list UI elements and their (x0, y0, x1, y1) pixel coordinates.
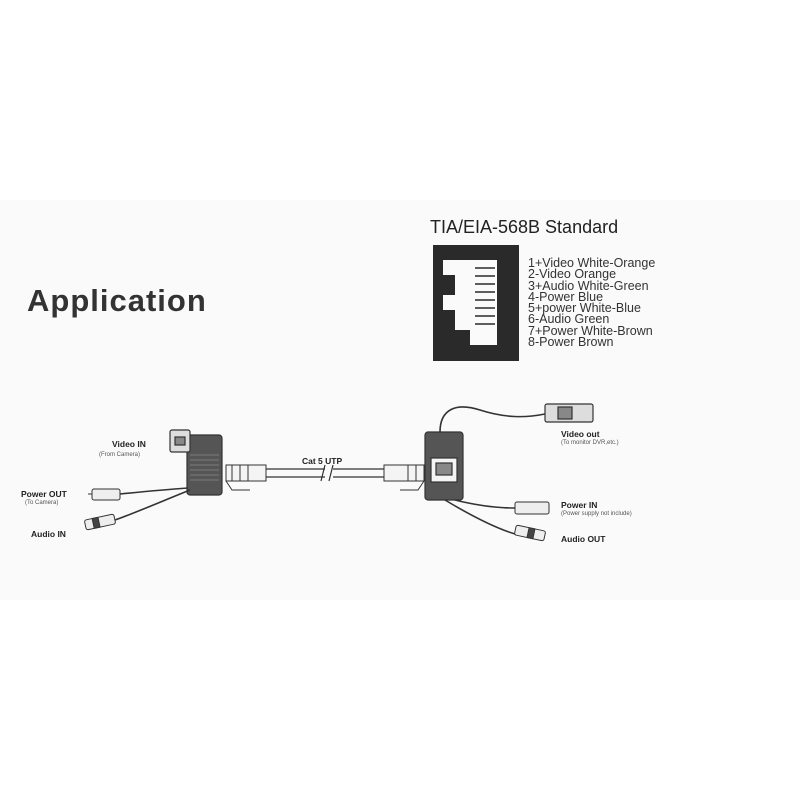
pin-item: 4-Power Blue (528, 289, 604, 304)
pin-list: 1+Video White-Orange 2-Video Orange 3+Au… (528, 256, 656, 350)
power-in-label: Power IN (561, 500, 598, 510)
video-out-label: Video out (561, 429, 600, 439)
audio-out-label: Audio OUT (561, 534, 606, 544)
cat5-cable (266, 464, 384, 482)
rj45-jack-icon (433, 245, 519, 361)
right-balun (424, 431, 464, 501)
video-in-label: Video IN (112, 439, 146, 449)
left-leads (114, 487, 191, 521)
rj45-plug-right (383, 464, 425, 491)
power-out-plug (88, 488, 121, 501)
pin-item: 1+Video White-Orange (528, 256, 656, 270)
audio-in-label: Audio IN (31, 529, 66, 539)
audio-in-plug (84, 513, 116, 531)
page-title: Application (27, 283, 207, 318)
video-out-sublabel: (To monitor DVR,etc.) (561, 440, 619, 446)
power-in-jack (514, 501, 550, 515)
video-in-sublabel: (From Camera) (99, 452, 141, 458)
right-leads (439, 406, 546, 535)
rj45-plug-left (225, 464, 267, 491)
pin-item: 8-Power Brown (528, 335, 614, 350)
power-out-sublabel: (To Camera) (25, 500, 59, 506)
power-in-sublabel: (Power supply not include) (561, 511, 632, 517)
bnc-connector-right (544, 403, 594, 423)
pin-item: 5+power White-Blue (528, 301, 641, 316)
pin-item: 6-Audio Green (528, 312, 610, 327)
power-out-label: Power OUT (21, 489, 67, 499)
pin-item: 7+Power White-Brown (528, 323, 653, 338)
left-balun (186, 434, 223, 496)
standard-title: TIA/EIA-568B Standard (430, 217, 619, 237)
cable-label: Cat 5 UTP (302, 456, 343, 466)
bnc-connector-left (169, 429, 191, 453)
pin-item: 3+Audio White-Green (528, 278, 649, 293)
audio-out-plug (514, 524, 546, 542)
diagram-background (0, 200, 800, 600)
pin-item: 2-Video Orange (528, 267, 617, 282)
